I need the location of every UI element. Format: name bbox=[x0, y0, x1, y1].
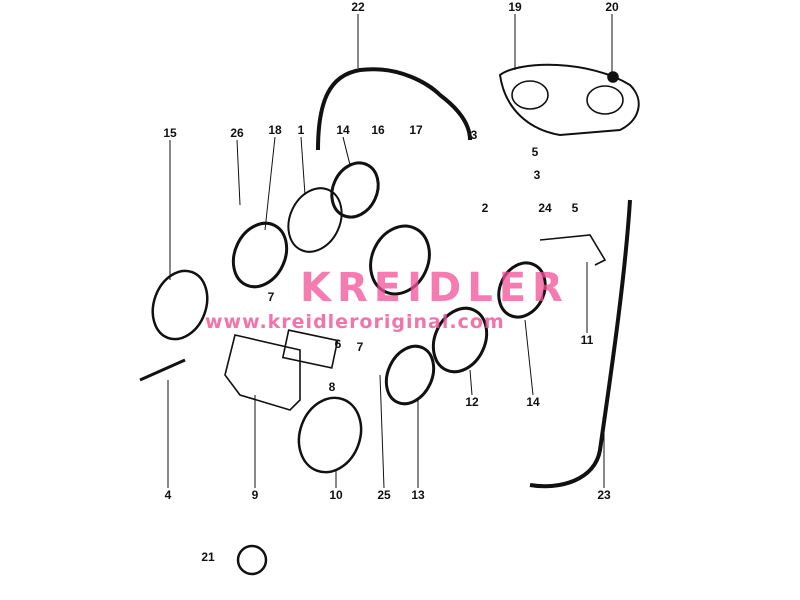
bezel-12 bbox=[431, 306, 489, 374]
gasket-8 bbox=[281, 329, 339, 369]
part-label: 3 bbox=[533, 168, 541, 182]
part-label: 3 bbox=[470, 128, 478, 142]
part-label: 14 bbox=[336, 123, 350, 137]
bracket-11 bbox=[539, 234, 607, 266]
part-label: 6 bbox=[334, 337, 342, 351]
part-label: 12 bbox=[465, 395, 479, 409]
part-label: 17 bbox=[409, 123, 423, 137]
part-label: 11 bbox=[580, 333, 594, 347]
part-label: 9 bbox=[251, 488, 259, 502]
part-21 bbox=[236, 544, 268, 576]
part-label: 5 bbox=[531, 145, 539, 159]
part-label: 20 bbox=[605, 0, 619, 14]
ring-13 bbox=[384, 344, 436, 406]
gauge-15 bbox=[151, 269, 209, 341]
part-label: 18 bbox=[268, 123, 282, 137]
part-label: 15 bbox=[163, 126, 177, 140]
part-label: 4 bbox=[164, 488, 172, 502]
leader-lines bbox=[167, 14, 613, 489]
part-label: 24 bbox=[538, 201, 552, 215]
ring-18 bbox=[231, 221, 289, 289]
part-label: 7 bbox=[356, 340, 364, 354]
watermark-brand: KREIDLER bbox=[300, 265, 569, 311]
gauge-10 bbox=[297, 396, 363, 474]
part-label: 1 bbox=[297, 123, 305, 137]
part-label: 2 bbox=[481, 201, 489, 215]
part-label: 19 bbox=[508, 0, 522, 14]
part-label: 22 bbox=[351, 0, 365, 14]
ring-center bbox=[369, 224, 431, 296]
part-label: 13 bbox=[411, 488, 425, 502]
part-label: 7 bbox=[267, 290, 275, 304]
part-label: 25 bbox=[377, 488, 391, 502]
part-label: 21 bbox=[201, 550, 215, 564]
part-label: 8 bbox=[328, 380, 336, 394]
screw-4 bbox=[139, 358, 186, 382]
part-label: 23 bbox=[597, 488, 611, 502]
watermark-url: www.kreidleroriginal.com bbox=[205, 311, 505, 333]
mounting-plate-9 bbox=[224, 334, 301, 411]
part-label: 26 bbox=[230, 126, 244, 140]
housing-opening bbox=[586, 85, 624, 115]
ring-14 bbox=[330, 161, 380, 219]
part-label: 10 bbox=[329, 488, 343, 502]
ring-1 bbox=[287, 187, 343, 253]
nut-20 bbox=[607, 71, 619, 83]
part-label: 16 bbox=[371, 123, 385, 137]
instrument-housing bbox=[498, 63, 640, 137]
housing-opening bbox=[511, 80, 549, 110]
speedo-cable bbox=[316, 67, 472, 151]
part-label: 14 bbox=[526, 395, 540, 409]
part-label: 5 bbox=[571, 201, 579, 215]
ring-14b bbox=[497, 261, 547, 319]
